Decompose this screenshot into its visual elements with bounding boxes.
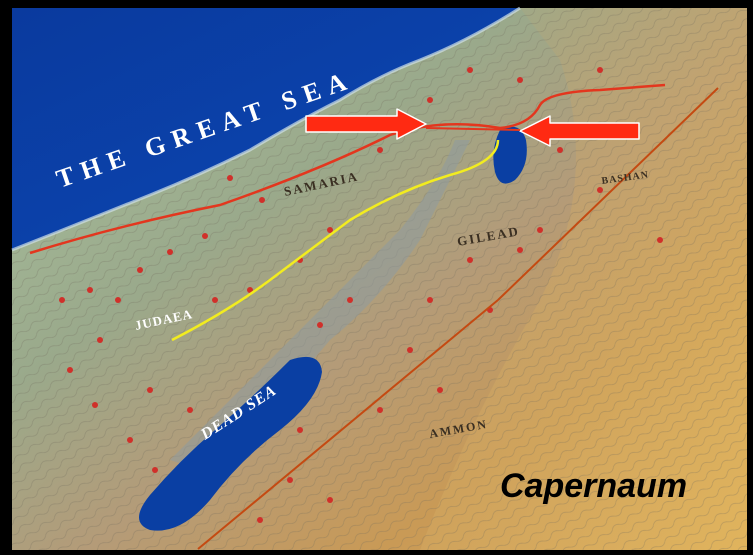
caption-capernaum: Capernaum <box>500 467 687 505</box>
great-sea-coastline <box>11 6 521 252</box>
coastal-route-line <box>29 83 666 255</box>
inland-route-line <box>171 139 500 342</box>
left-pointing-arrow <box>519 115 640 147</box>
diagonal-line-lower <box>197 299 499 550</box>
sea-of-galilee <box>493 126 527 184</box>
great-sea <box>12 8 520 250</box>
right-pointing-arrow <box>305 108 427 140</box>
jordan-valley <box>170 140 470 470</box>
arrow-connector <box>425 127 521 131</box>
diagonal-line <box>497 87 719 301</box>
dead-sea <box>139 356 322 531</box>
